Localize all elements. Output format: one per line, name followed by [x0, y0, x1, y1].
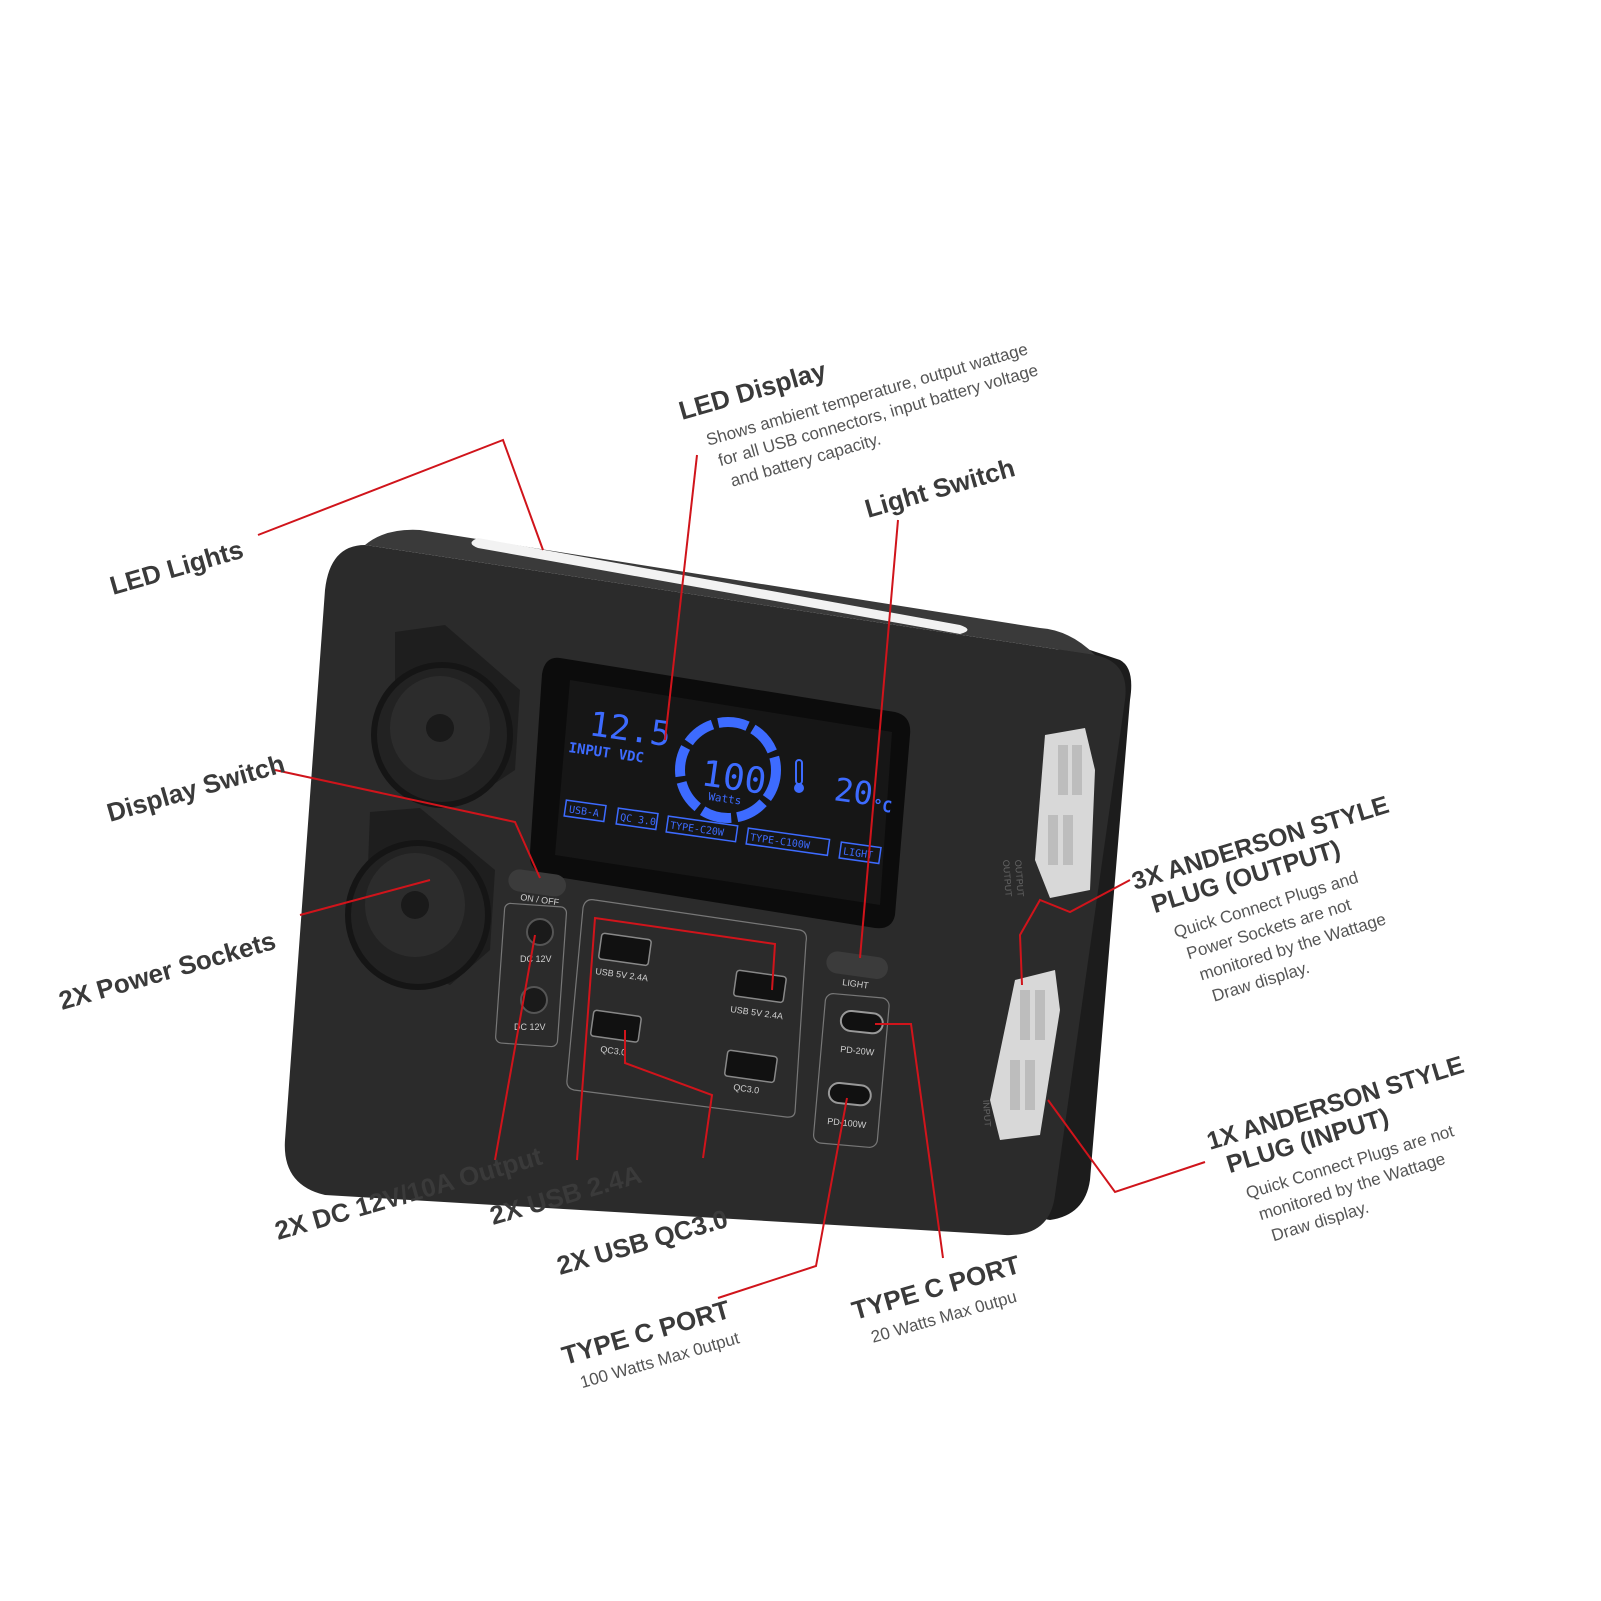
typec-20w-label: PD-20W [840, 1044, 875, 1058]
dc-port-1 [526, 918, 554, 946]
callout-anderson-output: 3X ANDERSON STYLE PLUG (OUTPUT) Quick Co… [1129, 791, 1393, 1006]
leader-lines [257, 438, 1206, 1299]
leader-usb-24 [576, 916, 777, 1161]
dc-port-1-label: DC 12V [520, 954, 552, 964]
callout-typec-20: TYPE C PORT 20 Watts Max 0utpu [848, 1249, 1023, 1347]
socket-logo-icon [401, 891, 429, 919]
leader-led-lights [257, 438, 544, 551]
light-switch-button[interactable] [825, 950, 889, 980]
dc-port-2 [520, 986, 548, 1014]
lcd-tag-light: LIGHT [842, 846, 873, 861]
side-output-label-2: OUTPUT [1001, 859, 1014, 897]
usb-qc-port-2 [724, 1049, 778, 1084]
typec-port-100w [827, 1081, 872, 1107]
typec-panel [812, 993, 890, 1148]
display-switch-button[interactable] [507, 868, 567, 898]
leader-typec-20 [875, 1023, 944, 1259]
thermometer-icon [794, 759, 804, 793]
leader-power-sockets [299, 879, 431, 916]
socket-logo-icon [426, 714, 454, 742]
lcd-temperature: 20 [832, 770, 875, 813]
usb-qc-port-1 [590, 1009, 642, 1043]
anderson-output-plugs [1035, 728, 1095, 898]
dc-port-panel [495, 902, 568, 1048]
leader-anderson-input [1047, 1099, 1206, 1194]
typec-port-20w [839, 1009, 884, 1035]
led-light-strip [471, 538, 968, 634]
usb-qc-port-1-label: QC3.0 [600, 1044, 627, 1058]
usb-port-panel [566, 899, 807, 1118]
power-socket-top [371, 625, 520, 808]
leader-anderson-output [1018, 879, 1131, 986]
callout-anderson-input: 1X ANDERSON STYLE PLUG (INPUT) Quick Con… [1204, 1051, 1468, 1245]
lcd-watts-label: Watts [708, 790, 743, 807]
usb-a-port-1 [598, 932, 652, 967]
leader-display-switch [274, 769, 541, 879]
callout-power-sockets: 2X Power Sockets [55, 925, 279, 1016]
side-input-label: INPUT [981, 1099, 993, 1127]
side-output-label: OUTPUT [1013, 859, 1026, 897]
callout-light-switch: Light Switch [861, 452, 1018, 523]
leader-typec-100 [717, 1097, 848, 1299]
leader-dc-output [494, 934, 536, 1161]
leader-light-switch [859, 519, 899, 959]
lcd-tag-usba: USB-A [568, 805, 599, 820]
callout-display-switch: Display Switch [103, 748, 288, 827]
lcd-capacity-ring [675, 717, 781, 823]
lcd-watts-value: 100 [699, 753, 769, 803]
leader-usb-qc [624, 1030, 714, 1159]
usb-qc-port-2-label: QC3.0 [733, 1082, 760, 1096]
light-label: LIGHT [842, 977, 870, 991]
dc-port-2-label: DC 12V [514, 1022, 546, 1032]
lcd-tag-qc: QC 3.0 [619, 812, 656, 828]
leader-led-display [664, 454, 698, 741]
callout-led-lights: LED Lights [106, 534, 246, 601]
typec-100w-label: PD-100W [827, 1116, 867, 1130]
callout-typec-100: TYPE C PORT 100 Watts Max 0utput [558, 1294, 741, 1392]
anderson-input-plug [990, 970, 1060, 1140]
power-socket-bottom [345, 808, 495, 990]
lcd-display: 12.5 INPUT VDC 100 Watts 20 °C USB-A QC … [529, 657, 911, 929]
lcd-temp-unit: °C [871, 795, 893, 816]
device: 12.5 INPUT VDC 100 Watts 20 °C USB-A QC … [284, 529, 1132, 1236]
callout-usb-qc: 2X USB QC3.0 [553, 1203, 731, 1280]
